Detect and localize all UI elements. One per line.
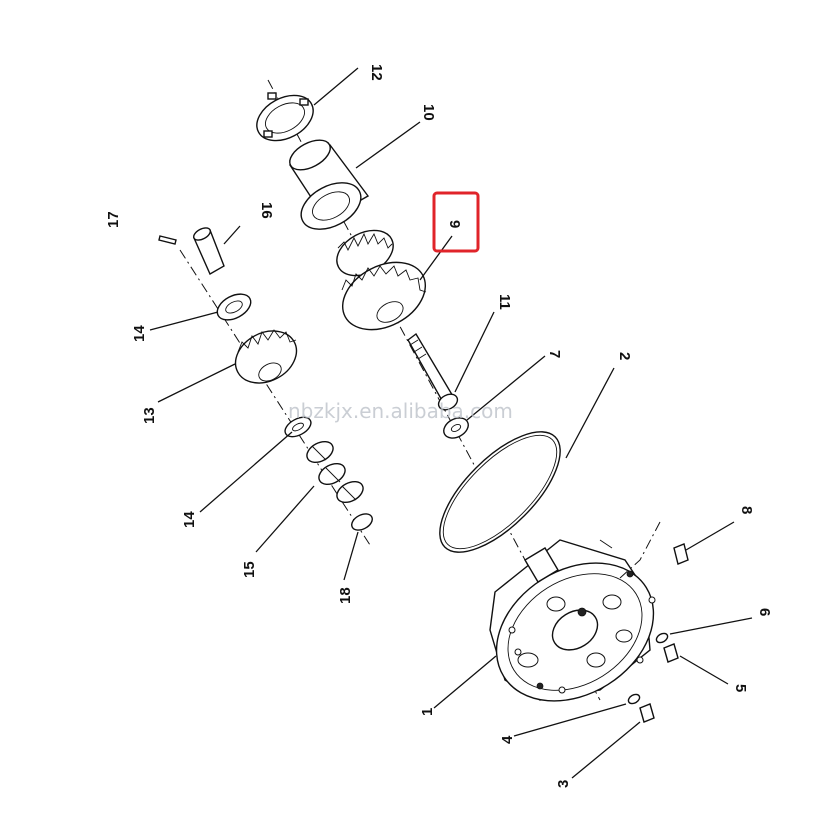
label-14-lower: 14 xyxy=(181,511,198,528)
watermark-text: nbzkjx.en.alibaba.com xyxy=(288,399,513,423)
part-8-plug xyxy=(619,521,689,579)
label-15: 15 xyxy=(241,561,258,578)
label-8: 8 xyxy=(738,506,755,514)
leader-lines xyxy=(149,67,753,779)
part-5-plug xyxy=(663,643,679,663)
label-2: 2 xyxy=(616,352,633,360)
label-6: 6 xyxy=(756,608,773,616)
part-3-plug xyxy=(639,703,655,723)
label-7: 7 xyxy=(546,350,563,358)
part-9-double-gear xyxy=(336,229,427,331)
label-13: 13 xyxy=(141,407,158,424)
part-2-o-ring xyxy=(439,431,561,553)
part-4-o-ring xyxy=(627,693,641,705)
label-11: 11 xyxy=(496,294,513,310)
part-16-pin xyxy=(193,227,225,275)
part-15-needle-bearings xyxy=(306,440,364,504)
part-17-pin xyxy=(158,235,177,245)
label-9: 9 xyxy=(446,220,463,228)
label-1: 1 xyxy=(419,708,436,716)
highlight-box-part-9 xyxy=(432,191,480,253)
part-13-planet-gear xyxy=(234,329,298,384)
part-7-washer xyxy=(443,417,469,439)
label-17: 17 xyxy=(105,211,122,228)
label-16: 16 xyxy=(258,202,275,219)
part-10-splined-sleeve xyxy=(288,139,370,230)
label-3: 3 xyxy=(555,780,572,788)
label-12: 12 xyxy=(368,64,385,81)
label-14-upper: 14 xyxy=(131,325,148,342)
part-1-housing xyxy=(489,539,656,702)
label-10: 10 xyxy=(420,104,437,121)
part-labels: 12 10 11 7 2 17 16 14 13 14 15 18 1 4 3 … xyxy=(105,64,773,788)
part-11-shaft xyxy=(407,332,459,411)
part-14-thrust-washer-upper xyxy=(216,293,252,321)
secondary-axis xyxy=(179,249,371,546)
label-4: 4 xyxy=(499,735,516,744)
label-18: 18 xyxy=(337,587,354,604)
part-12-snap-ring xyxy=(256,92,314,142)
part-18-snap-ring xyxy=(351,513,373,531)
label-5: 5 xyxy=(732,684,749,692)
part-6-o-ring xyxy=(655,632,669,644)
